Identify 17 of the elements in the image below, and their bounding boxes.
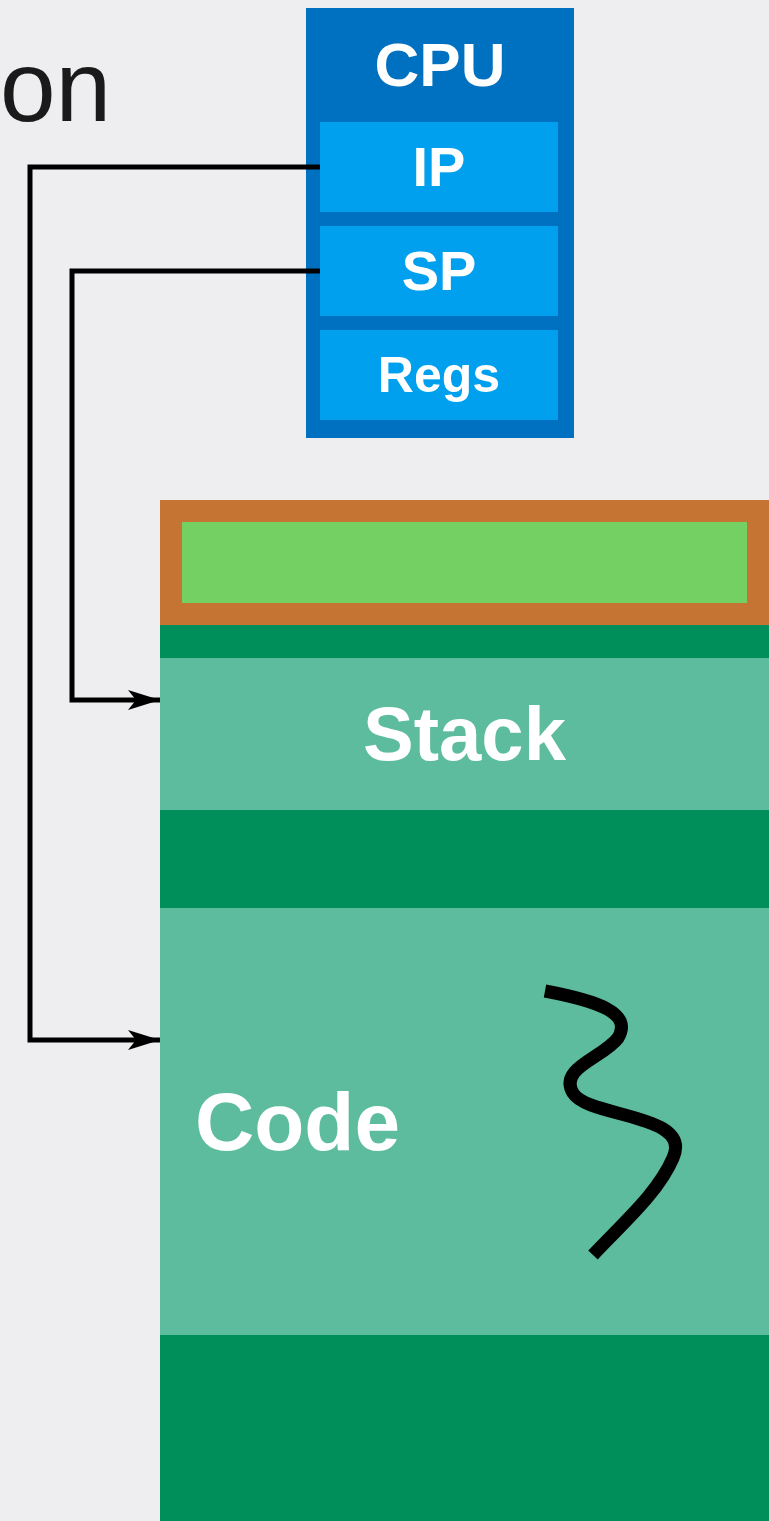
arrow bbox=[69, 268, 320, 710]
stack-region bbox=[160, 658, 769, 810]
title-fragment: on bbox=[0, 36, 112, 136]
node-label: Code bbox=[195, 1080, 400, 1163]
cpu-box bbox=[306, 8, 574, 438]
register-box bbox=[320, 226, 558, 316]
memory-block bbox=[160, 500, 769, 1521]
node-label: IP bbox=[412, 139, 466, 195]
register-box bbox=[320, 330, 558, 420]
node-label: SP bbox=[401, 243, 477, 299]
arrow bbox=[27, 164, 320, 1050]
register-box bbox=[320, 122, 558, 212]
node-label: Regs bbox=[377, 350, 501, 400]
memory-region-box bbox=[160, 500, 769, 625]
node-label: Stack bbox=[363, 696, 566, 772]
node-label: CPU bbox=[374, 34, 506, 96]
code-region bbox=[160, 908, 769, 1335]
